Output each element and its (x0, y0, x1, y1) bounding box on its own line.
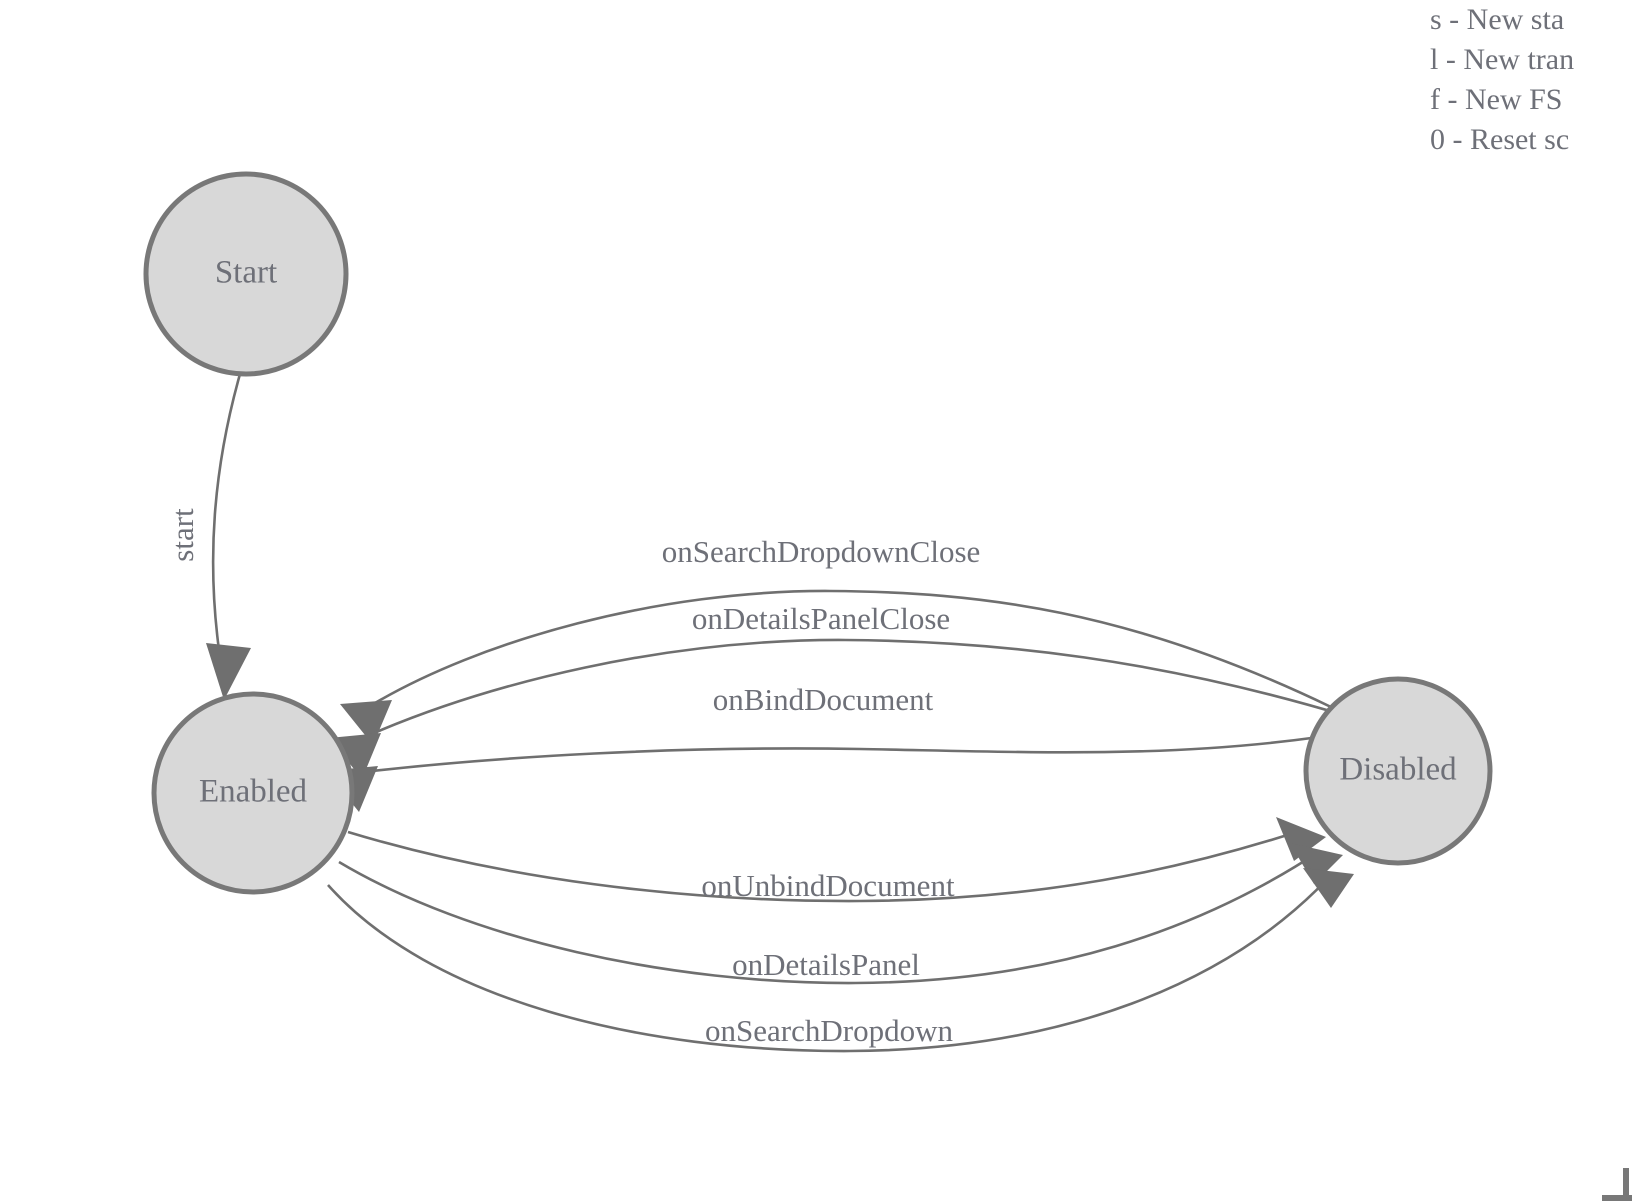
edge-label-onbinddocument: onBindDocument (713, 682, 934, 717)
edge-label-ondetailspanelclose: onDetailsPanelClose (692, 601, 950, 636)
edge-label-onsearchdropdownclose: onSearchDropdownClose (662, 534, 981, 569)
edge-onbinddocument[interactable] (326, 729, 1358, 812)
node-enabled-label: Enabled (199, 774, 308, 810)
edge-ondetailspanel[interactable] (338, 843, 1343, 985)
edge-start-arrowhead (206, 643, 251, 700)
edge-label-onunbinddocument: onUnbindDocument (701, 868, 955, 903)
edge-start-path[interactable] (211, 373, 242, 651)
edge-ondetailspanelclose-path[interactable] (357, 638, 1348, 742)
edge-onunbinddocument-arrowhead (1276, 817, 1326, 861)
edge-onsearchdropdownclose-path[interactable] (369, 589, 1332, 709)
edge-ondetailspanel-path[interactable] (338, 849, 1321, 985)
edge-onsearchdropdownclose-arrowhead (340, 700, 392, 745)
edge-onunbinddocument-path[interactable] (347, 828, 1304, 903)
node-disabled[interactable]: Disabled (1303, 676, 1493, 866)
node-disabled-circle[interactable] (1303, 676, 1493, 866)
edge-onsearchdropdown-path[interactable] (327, 872, 1334, 1053)
node-enabled[interactable]: Enabled (151, 691, 355, 895)
edge-onsearchdropdown-arrowhead (1303, 868, 1354, 908)
resize-corner-handle[interactable] (1598, 1168, 1632, 1204)
node-enabled-circle[interactable] (151, 691, 355, 895)
node-disabled-label: Disabled (1339, 752, 1457, 788)
node-start-circle[interactable] (143, 171, 349, 377)
edge-onunbinddocument[interactable] (347, 817, 1326, 903)
edge-start[interactable] (206, 373, 251, 700)
edge-ondetailspanel-arrowhead (1290, 843, 1343, 884)
edge-label-ondetailspanel: onDetailsPanel (732, 947, 920, 982)
edge-label-onsearchdropdown: onSearchDropdown (705, 1013, 953, 1048)
edge-onbinddocument-path[interactable] (354, 729, 1358, 775)
node-start-label: Start (215, 255, 277, 291)
node-start[interactable]: Start (143, 171, 349, 377)
corner-bar-vertical (1623, 1168, 1629, 1201)
edge-label-start: start (165, 508, 200, 562)
edge-onsearchdropdown[interactable] (327, 868, 1354, 1053)
edge-onsearchdropdownclose[interactable] (340, 589, 1332, 745)
corner-bar-horizontal (1602, 1195, 1632, 1201)
